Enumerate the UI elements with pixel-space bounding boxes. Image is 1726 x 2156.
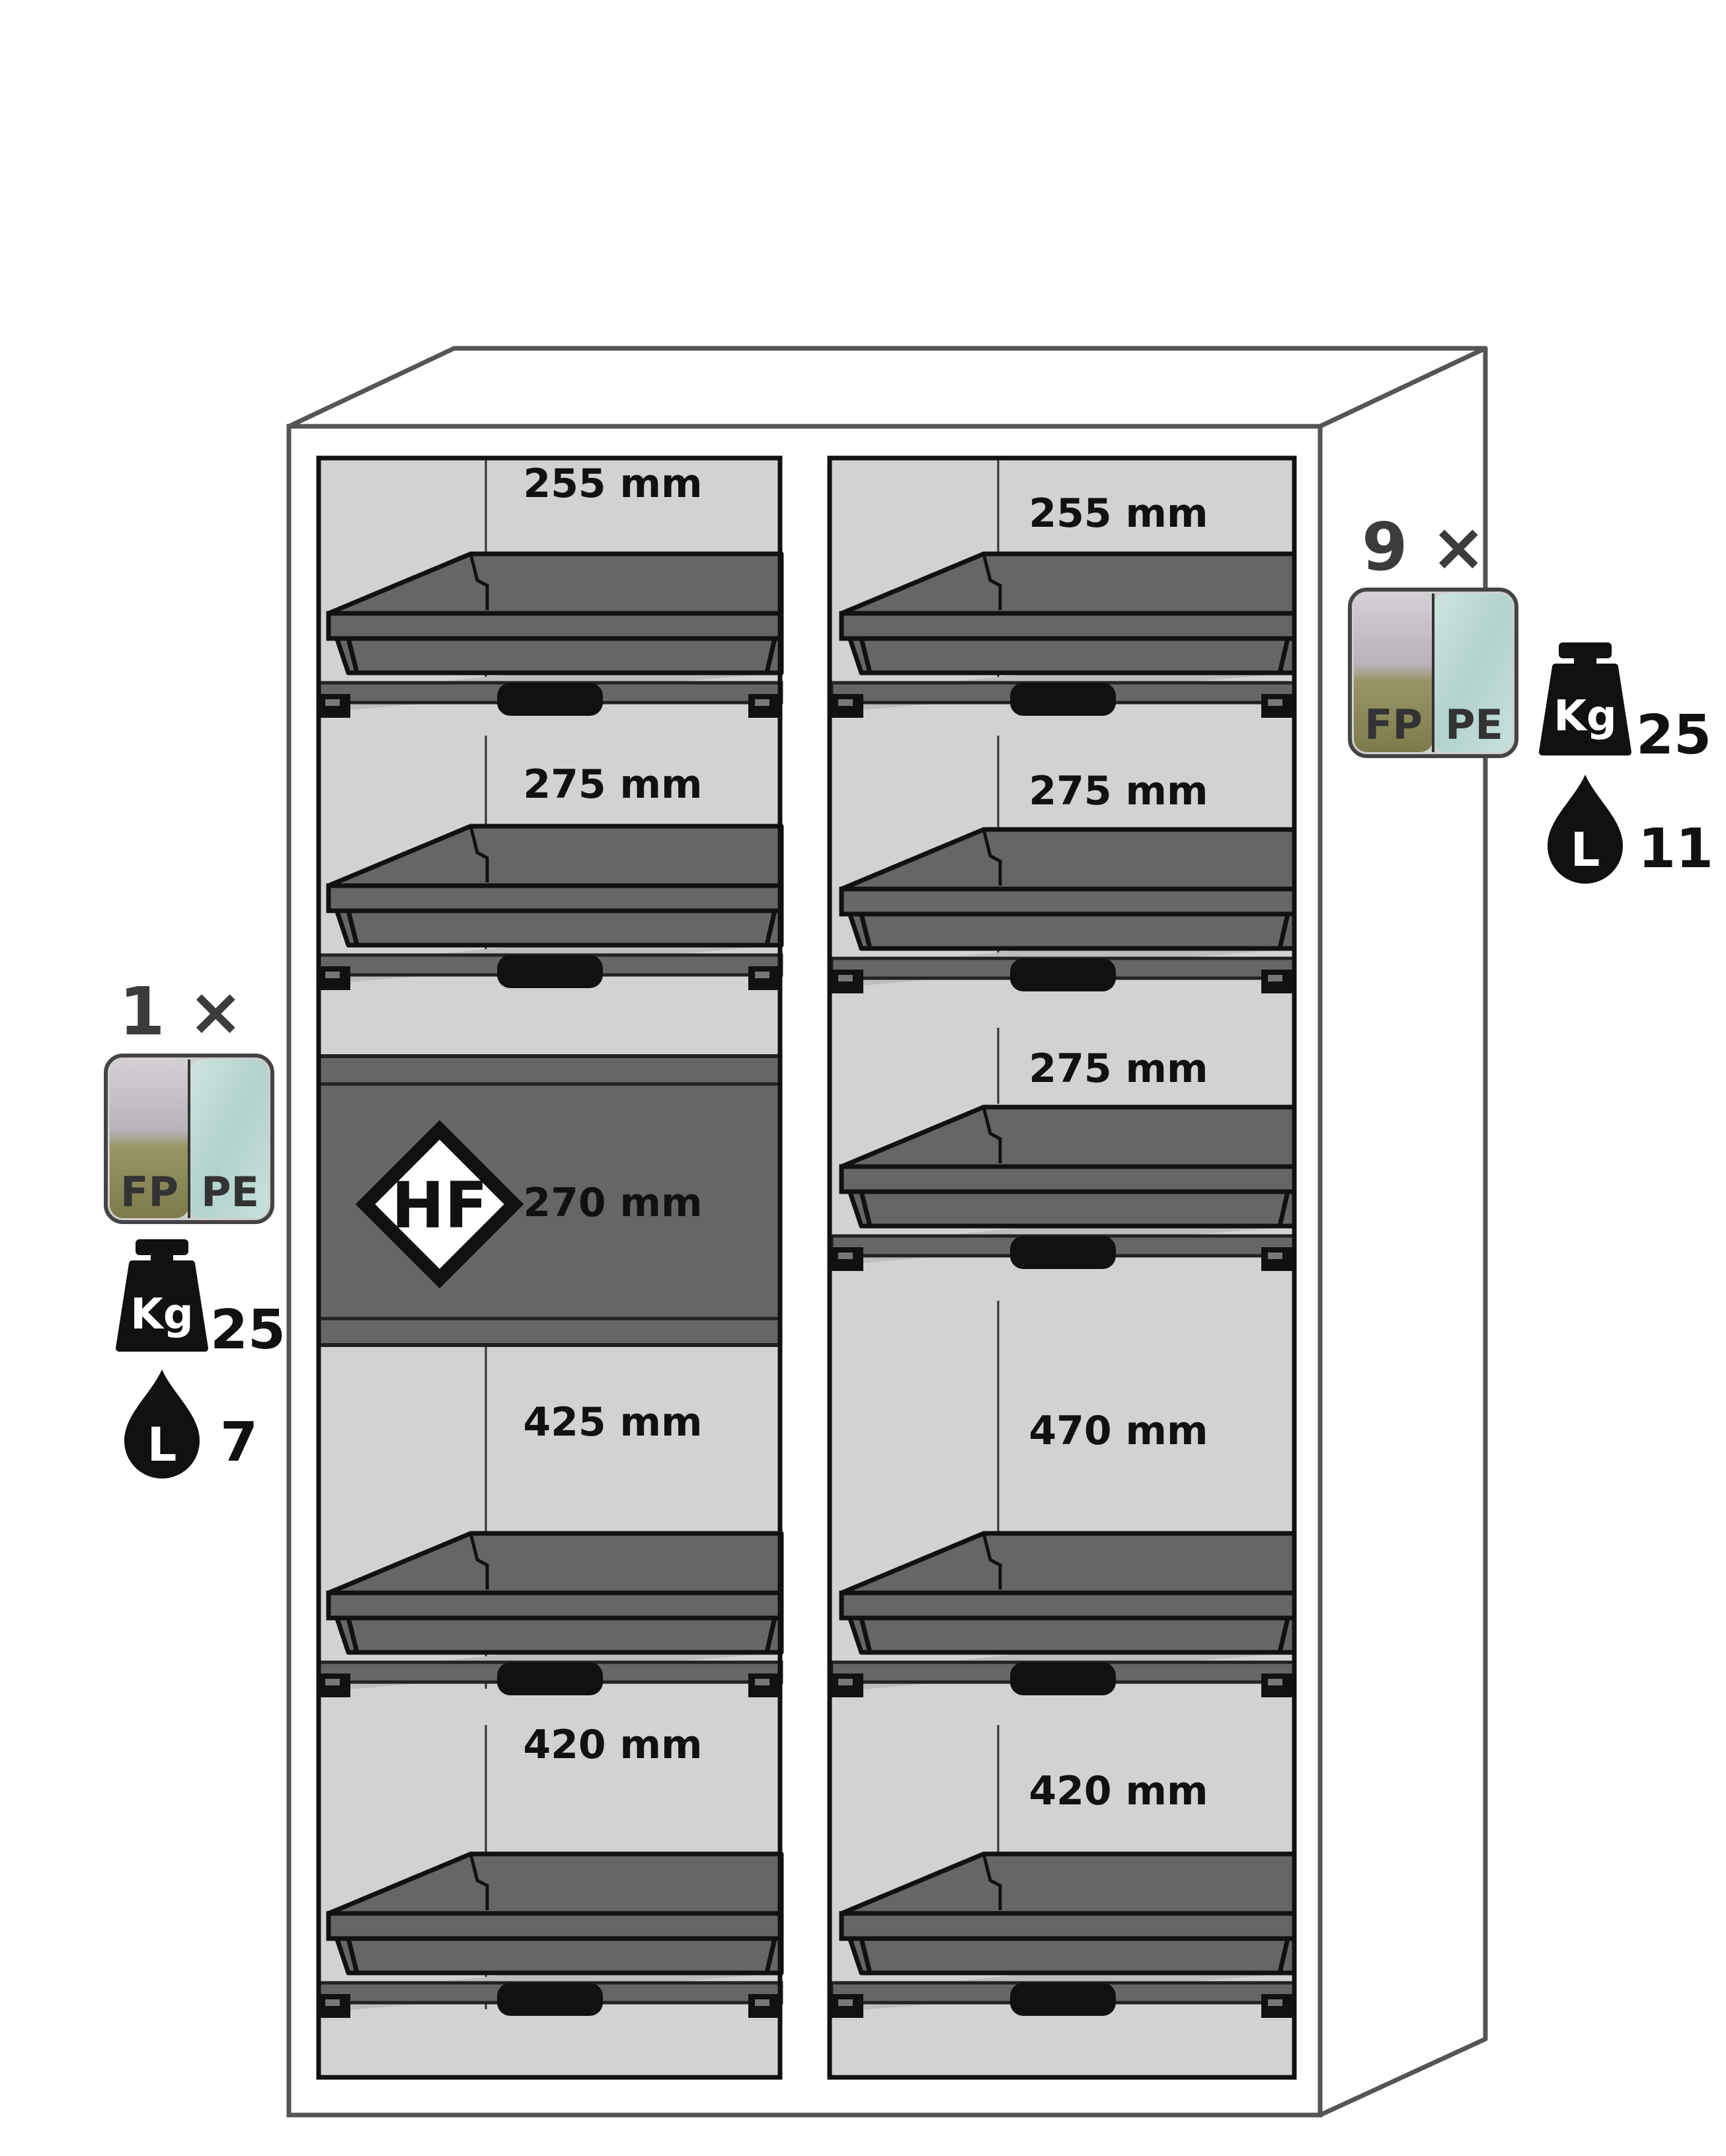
right-door: 255 mm 275 mm 275 mm 470 mm 420 mm	[827, 455, 1297, 2080]
svg-text:L: L	[147, 1418, 177, 1472]
max-load-value: 25	[1636, 704, 1711, 767]
liquid-drop-icon: L	[124, 1369, 200, 1479]
svg-text:PE: PE	[1445, 701, 1503, 749]
left-compartment-5-height: 420 mm	[523, 1722, 702, 1768]
right-compartment-1-height: 255 mm	[1029, 490, 1208, 537]
left-spec: 1 × FP PE Kg 25 L 7	[104, 973, 286, 1479]
tray-count: 9 ×	[1362, 508, 1486, 586]
left-compartment-4-height: 425 mm	[523, 1399, 702, 1445]
right-compartment-5-height: 420 mm	[1029, 1768, 1208, 1814]
right-compartment-4-height: 470 mm	[1029, 1408, 1208, 1454]
svg-text:L: L	[1571, 823, 1600, 877]
svg-text:Kg: Kg	[1553, 692, 1616, 741]
fp-pe-badge: FP PE	[1348, 588, 1518, 758]
left-door: HF 255 mm 275 mm 270 mm 425 mm 420 mm	[316, 455, 782, 2080]
right-spec: 9 × FP PE Kg 25 L 11	[1348, 508, 1713, 884]
left-compartment-1-height: 255 mm	[523, 461, 702, 507]
weight-icon: Kg	[1539, 642, 1631, 755]
left-compartment-3-height: 270 mm	[523, 1180, 702, 1226]
svg-text:FP: FP	[120, 1168, 178, 1216]
svg-text:PE: PE	[201, 1168, 259, 1216]
hf-insert: HF	[317, 1054, 782, 1347]
liquid-drop-icon: L	[1548, 775, 1623, 884]
svg-text:Kg: Kg	[130, 1290, 193, 1339]
right-compartment-2-height: 275 mm	[1029, 768, 1208, 814]
sump-volume-value: 11	[1638, 818, 1713, 880]
weight-icon: Kg	[116, 1239, 208, 1352]
tray-count: 1 ×	[119, 973, 243, 1050]
max-load-value: 25	[210, 1299, 286, 1362]
left-compartment-2-height: 275 mm	[523, 761, 702, 808]
right-compartment-3-height: 275 mm	[1029, 1046, 1208, 1092]
svg-text:FP: FP	[1364, 701, 1423, 749]
svg-text:HF: HF	[391, 1169, 488, 1243]
hf-hazard-icon: HF	[355, 1120, 524, 1289]
sump-volume-value: 7	[220, 1411, 258, 1474]
fp-pe-badge: FP PE	[104, 1054, 274, 1224]
